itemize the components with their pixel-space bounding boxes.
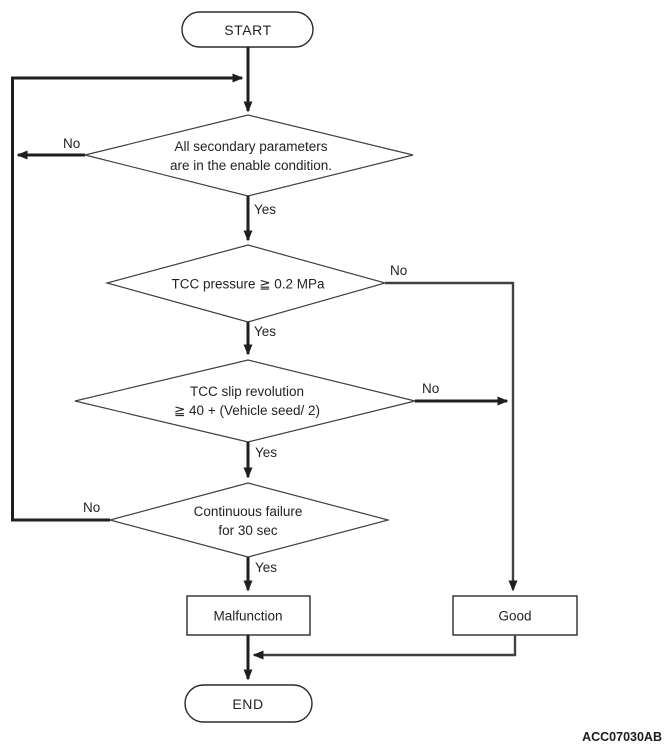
figure-code: ACC07030AB [582, 730, 662, 744]
decision4-line1: Continuous failure [193, 504, 303, 519]
malfunction-label: Malfunction [213, 608, 283, 624]
decision4-yes-label: Yes [255, 560, 278, 575]
good-label: Good [498, 608, 532, 624]
malfunction-box [186, 595, 311, 636]
decision2-no-label: No [390, 263, 408, 278]
edge-decision4-no-feedback-loop [11, 73, 244, 522]
good-box [452, 595, 578, 636]
decision3-no-label: No [422, 381, 440, 396]
decision1-line2: are in the enable condition. [169, 158, 333, 173]
decision1-text: All secondary parameters are in the enab… [170, 137, 332, 175]
edge-good-merge-to-end-line [252, 635, 517, 660]
decision1-line1: All secondary parameters [174, 139, 328, 154]
start-label: START [224, 22, 272, 38]
decision4-line2: for 30 sec [218, 523, 278, 538]
decision2-text: TCC pressure ≧ 0.2 MPa [171, 275, 324, 294]
decision2-yes-label: Yes [254, 324, 277, 339]
decision4-no-label: No [83, 500, 101, 515]
end-terminator-shape [184, 684, 313, 723]
decision2-line1: TCC pressure ≧ 0.2 MPa [171, 276, 325, 292]
decision3-line1: TCC slip revolution [189, 384, 305, 399]
decision1-no-label: No [63, 136, 81, 151]
edge-decision2-no-to-good [385, 281, 518, 592]
decision4-text: Continuous failure for 30 sec [194, 502, 303, 540]
decision3-line2: ≧ 40 + (Vehicle seed/ 2) [173, 403, 321, 418]
decision3-yes-label: Yes [255, 445, 278, 460]
decision1-yes-label: Yes [254, 202, 277, 217]
decision3-text: TCC slip revolution ≧ 40 + (Vehicle seed… [174, 382, 320, 420]
end-label: END [232, 696, 264, 712]
